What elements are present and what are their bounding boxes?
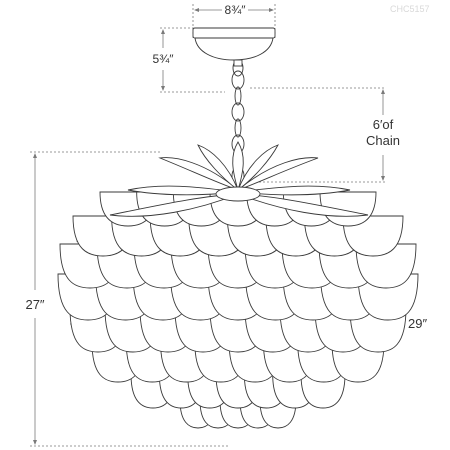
arrow-chain-bottom [381,176,385,181]
arrow-chain-top [381,89,385,94]
product-code: CHC5157 [390,4,430,14]
crown-leaves [109,141,369,217]
chain-link [234,86,242,106]
label-overall-height: 27″ [25,297,44,312]
chain-link [231,70,245,90]
arrow-height-top [33,153,37,158]
chain-link [234,118,242,138]
petal-body [57,191,419,429]
arrow-canopy-h-bottom [161,86,165,91]
label-canopy-width: 8¾″ [225,3,247,17]
crown-leaf [197,144,240,192]
crown-leaf [237,157,319,191]
crown-leaf [232,141,244,192]
canopy [192,27,276,77]
dimension-arrowheads [33,8,385,445]
label-chain-line2: Chain [366,133,400,148]
arrow-canopy-h-top [161,29,165,34]
crown-leaf [127,185,239,196]
canopy-plate [192,27,276,39]
label-chain-line1: 6′of [373,117,394,132]
label-canopy-height: 5¾″ [153,52,175,66]
canopy-dome [194,37,274,61]
label-width: 29″ [408,316,427,331]
crown-hub [215,186,261,202]
arrow-canopy-left [194,8,199,12]
crown-leaf [237,185,351,196]
canopy-stem [233,59,243,67]
arrow-height-bottom [33,440,37,445]
crown-leaf [158,157,239,191]
petal [300,373,346,409]
crown-leaf [109,193,239,217]
petal [342,215,404,257]
chain-link [231,102,245,122]
arrow-canopy-right [269,8,274,12]
crown-leaf [236,144,279,192]
fixture [57,27,419,429]
crown-leaf [237,193,369,217]
